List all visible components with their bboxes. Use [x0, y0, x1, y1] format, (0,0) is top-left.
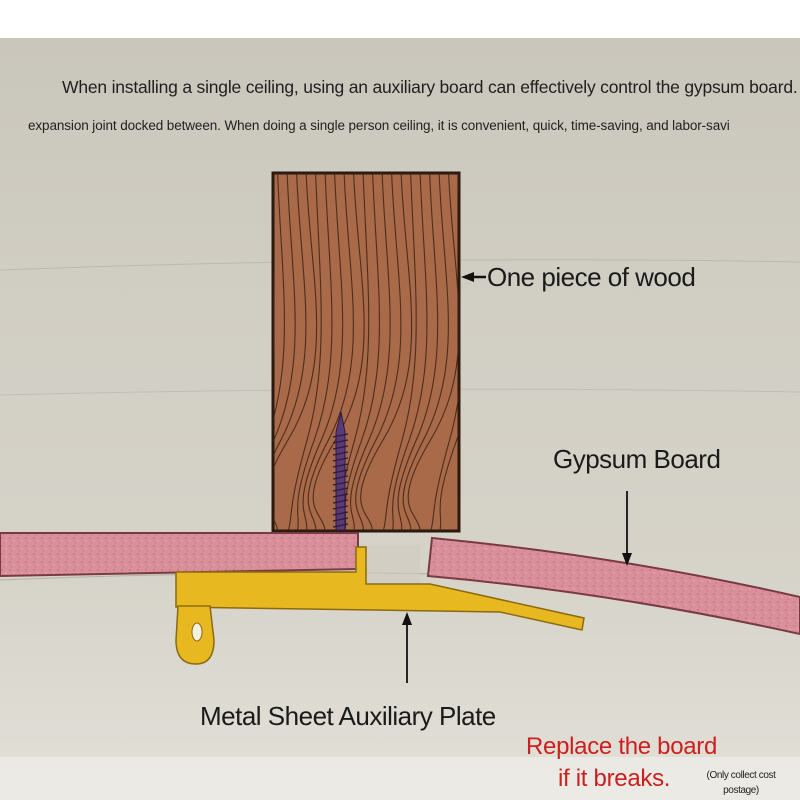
bottom-white-band [0, 757, 800, 800]
notice-line-2: if it breaks. [558, 765, 671, 792]
arrow-down-icon [622, 491, 632, 566]
gypsum-board-label: Gypsum Board [553, 444, 721, 474]
arrow-left-icon [461, 272, 486, 282]
wood-block [271, 171, 461, 533]
metal-auxiliary-plate [175, 545, 585, 665]
top-strip [0, 0, 800, 38]
gypsum-board-left [0, 532, 359, 578]
gypsum-board-right [426, 536, 800, 636]
metal-plate-label: Metal Sheet Auxiliary Plate [200, 701, 496, 731]
arrow-up-icon [402, 612, 412, 683]
notice-line-1: Replace the board [526, 733, 718, 760]
caption-line-1: When installing a single ceiling, using … [62, 77, 798, 97]
wood-label: One piece of wood [487, 262, 696, 292]
screw-icon [332, 411, 349, 531]
caption-line-2: expansion joint docked between. When doi… [28, 118, 730, 133]
postage-note: (Only collect cost postage) [706, 770, 776, 796]
